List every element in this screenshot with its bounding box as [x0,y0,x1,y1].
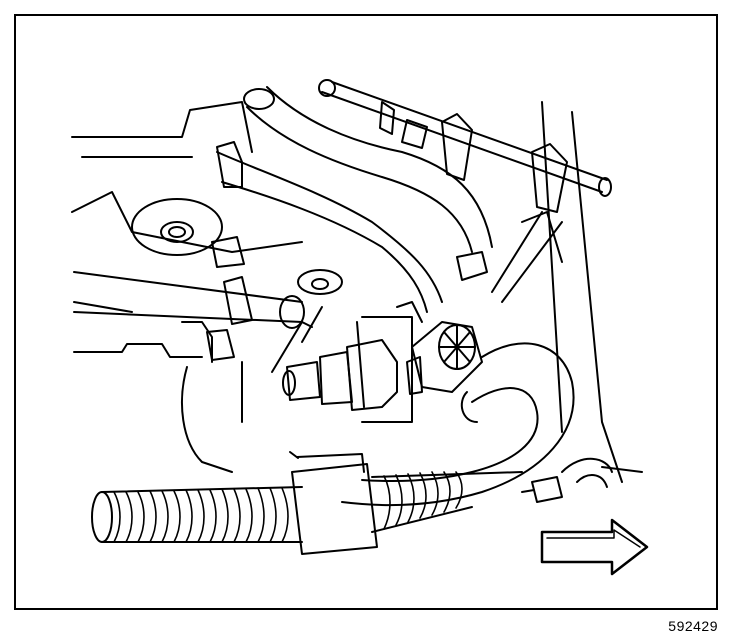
arrow-right-icon [540,518,649,576]
illustration-frame [14,14,718,610]
engine-housing-outline [71,101,643,488]
electrical-connector [406,321,483,395]
corrugated-wiring-harness [91,451,523,555]
vacuum-hose-left [73,236,305,361]
upper-fuel-line [318,79,612,213]
mount-bushing [131,198,343,295]
ground-bolt [521,476,563,503]
figure-number: 592429 [668,618,718,634]
engine-component-line-drawing [71,79,649,576]
upper-coolant-hose [216,86,493,313]
sensor-assembly [271,301,423,423]
